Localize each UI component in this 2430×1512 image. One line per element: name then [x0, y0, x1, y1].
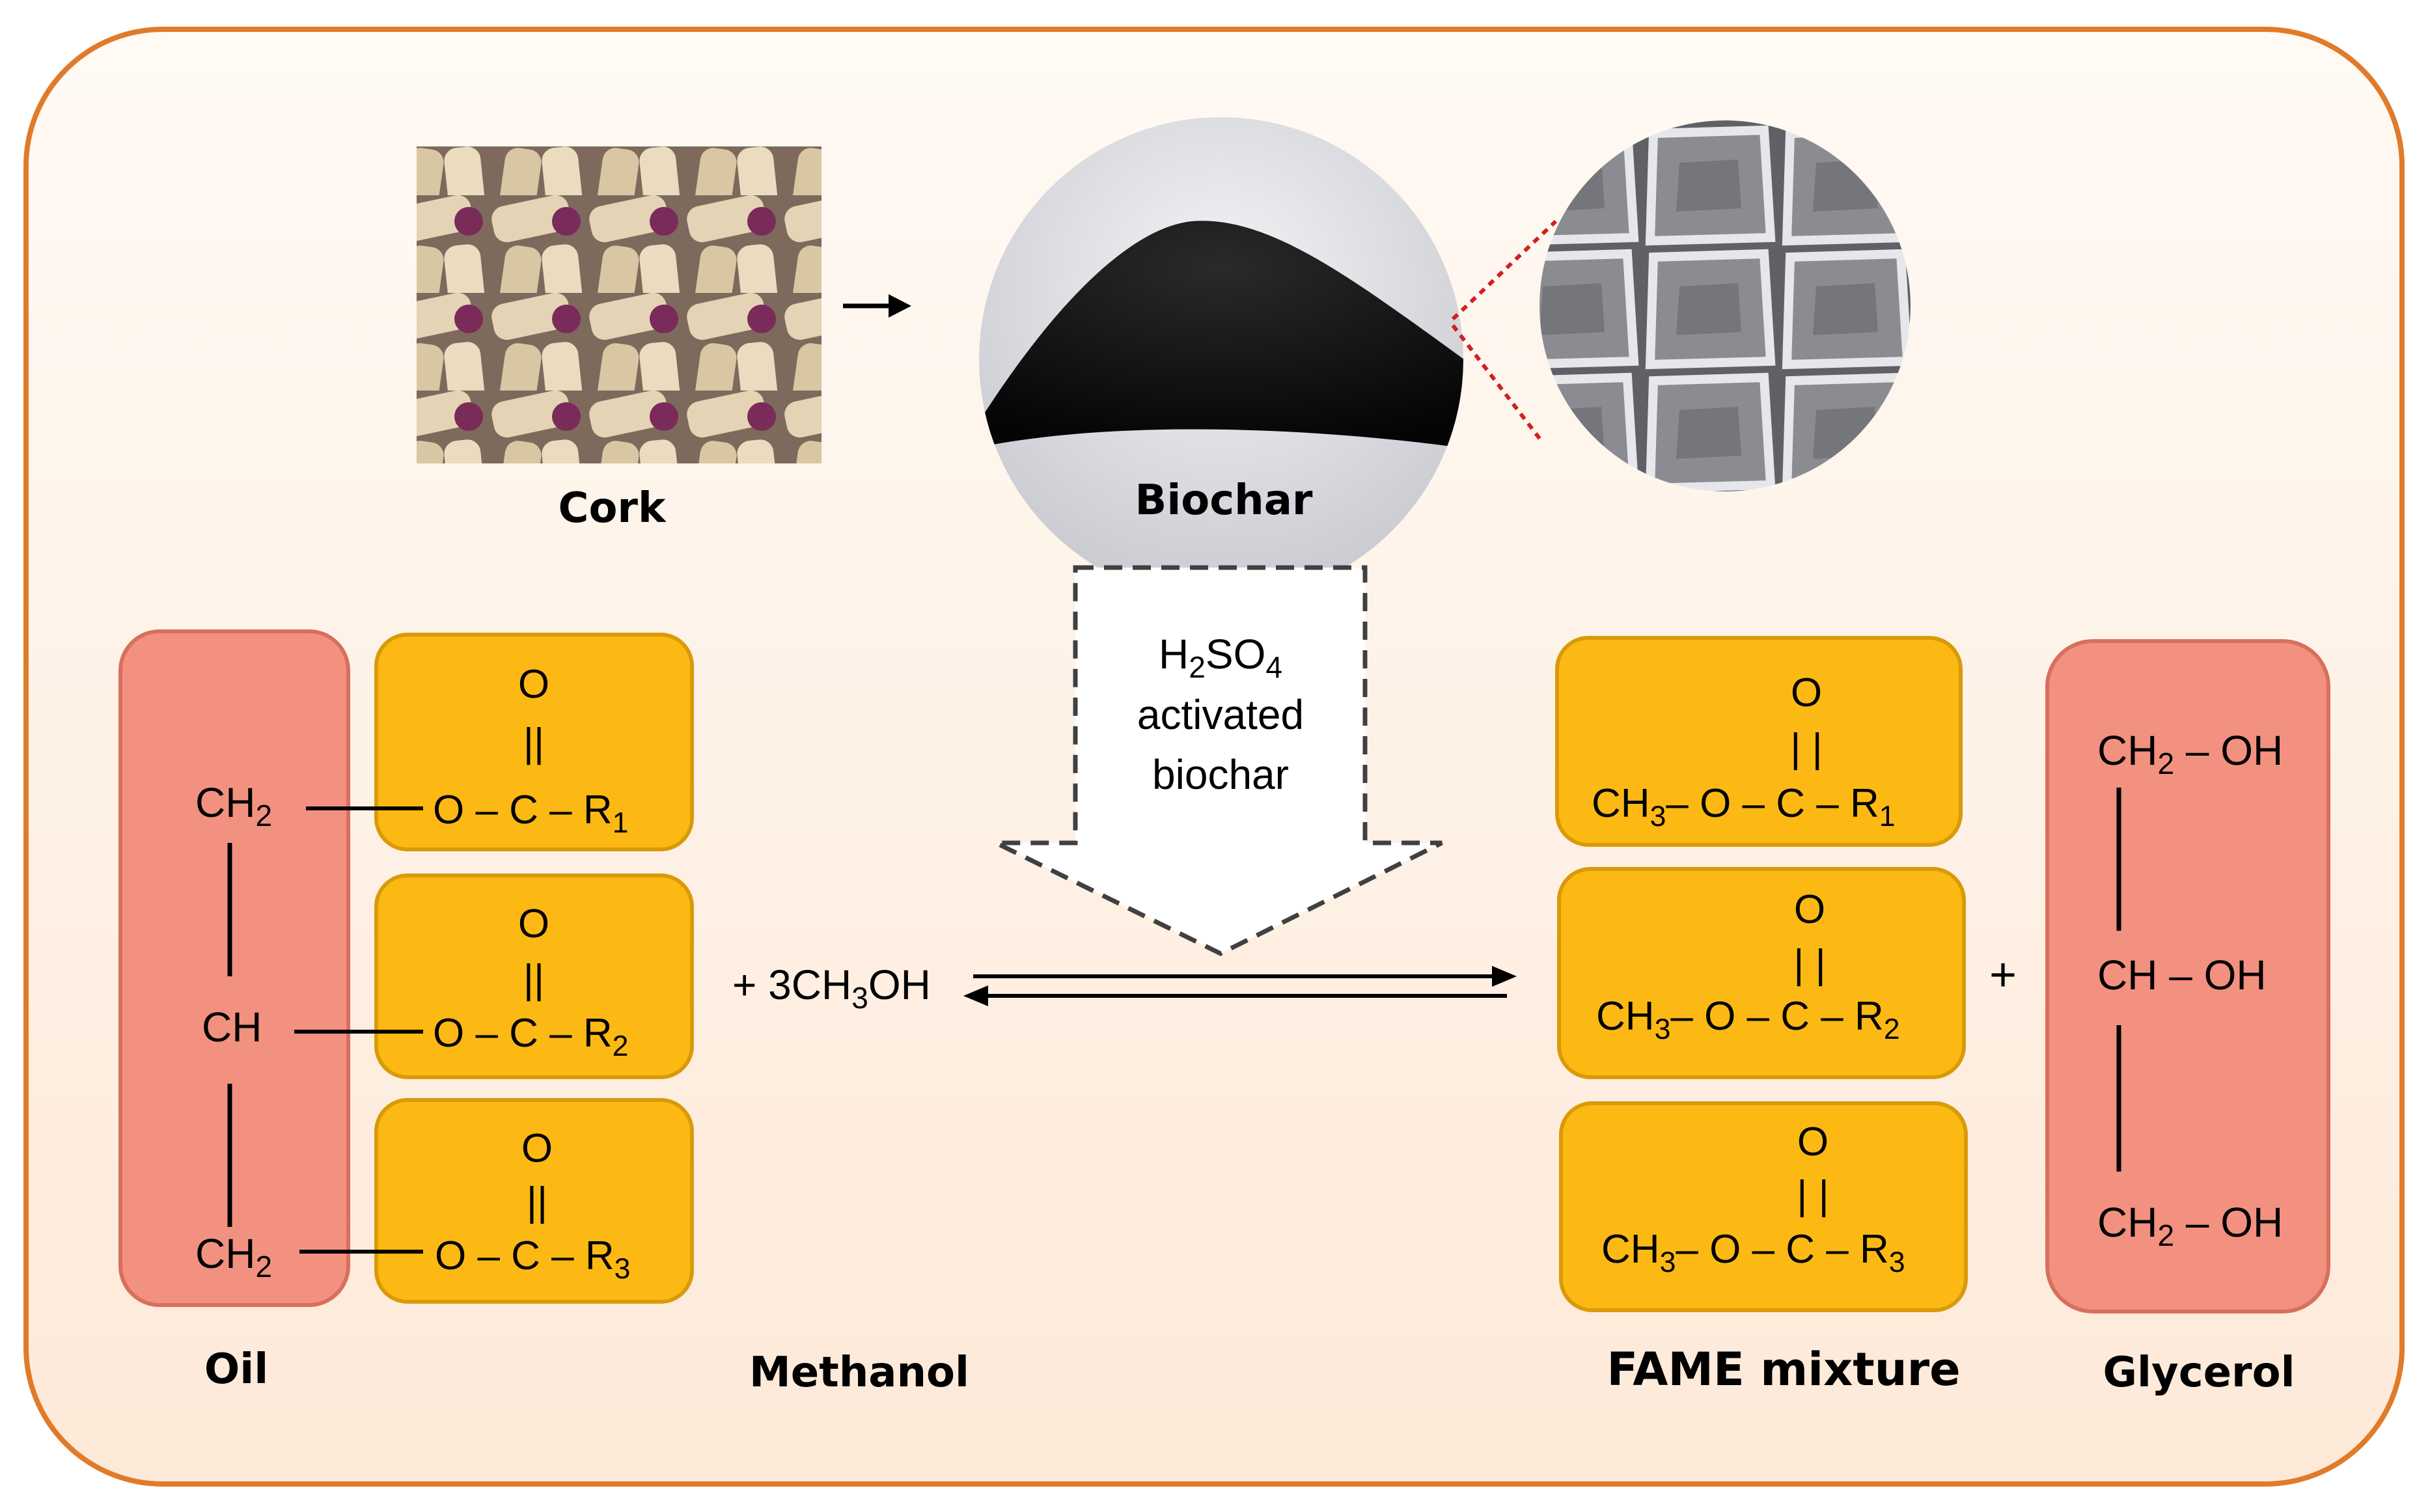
double-bond: | |: [1790, 726, 1822, 771]
triglyceride-ester-3: O || O – C – R3: [374, 1098, 694, 1304]
cork-photo: [417, 146, 822, 463]
glycerol-label: Glycerol: [2103, 1349, 2295, 1397]
carbonyl-oxygen: O: [518, 662, 549, 707]
fame-mixture-label: FAME mixture: [1607, 1343, 1960, 1396]
glycerol-ch-oh: CH – OH: [2097, 952, 2267, 998]
sem-micrograph: [1539, 120, 1911, 491]
carbonyl-oxygen: O: [1797, 1120, 1829, 1164]
double-bond: ||: [527, 1179, 547, 1224]
oil-label: Oil: [204, 1345, 268, 1394]
biochar-label: Biochar: [1135, 476, 1313, 525]
carbonyl-oxygen: O: [521, 1126, 553, 1171]
catalyst-label: H2SO4: [1159, 631, 1282, 684]
fame-ester-group: CH3– O – C – R1: [1592, 781, 1896, 832]
catalyst-arrow: [995, 565, 1443, 956]
fame-ester-3: O | | CH3– O – C – R3: [1559, 1101, 1968, 1312]
biochar-photo: [979, 117, 1463, 601]
carbonyl-oxygen: O: [518, 901, 549, 946]
catalyst-activated: activated: [1137, 691, 1304, 738]
catalyst-biochar: biochar: [1152, 751, 1289, 798]
triglyceride-ester-2: O || O – C – R2: [374, 873, 694, 1079]
double-bond: | |: [1793, 942, 1825, 987]
fame-ester-1: O | | CH3– O – C – R1: [1555, 636, 1963, 847]
methanol-label: Methanol: [749, 1349, 969, 1397]
double-bond: ||: [523, 721, 544, 765]
fame-ester-2: O | | CH3– O – C – R2: [1557, 867, 1966, 1079]
ester-group: O – C – R2: [433, 1011, 628, 1062]
cork-to-biochar-arrow: [843, 294, 911, 318]
oil-ch2-bottom: CH2: [195, 1230, 272, 1284]
carbonyl-oxygen: O: [1791, 670, 1822, 715]
methanol-reagent: + 3CH3OH: [732, 961, 931, 1015]
equilibrium-arrows: [963, 966, 1517, 1006]
fame-ester-group: CH3– O – C – R2: [1596, 994, 1900, 1045]
plus-sign: +: [1989, 949, 2017, 1001]
double-bond: ||: [523, 957, 544, 1002]
fame-ester-group: CH3– O – C – R3: [1601, 1227, 1905, 1278]
oil-backbone-box: [118, 629, 350, 1307]
oil-ch2-top: CH2: [195, 779, 272, 832]
cork-label: Cork: [558, 484, 667, 532]
glycerol-ch2-oh-top: CH2 – OH: [2097, 727, 2283, 780]
glycerol-ch2-oh-bottom: CH2 – OH: [2097, 1199, 2283, 1252]
ester-group: O – C – R1: [433, 788, 628, 839]
ester-group: O – C – R3: [435, 1233, 630, 1285]
oil-ch: CH: [202, 1004, 262, 1051]
triglyceride-ester-1: O || O – C – R1: [374, 633, 694, 851]
carbonyl-oxygen: O: [1794, 887, 1825, 932]
double-bond: | |: [1797, 1173, 1829, 1218]
